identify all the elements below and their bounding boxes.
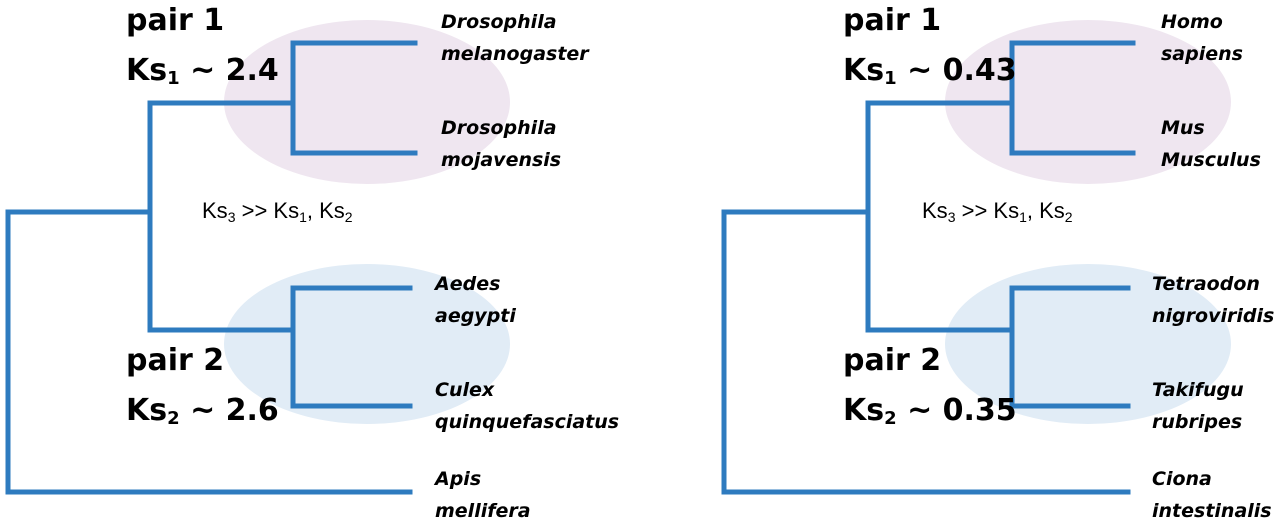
species-label: Drosophila melanogaster [441, 6, 589, 70]
ks-estimate: ~ 2.4 [179, 53, 279, 88]
pair1-title: pair 1 [843, 3, 942, 38]
left-tree-branches [5, 40, 418, 495]
species-label: Tetraodon nigroviridis [1152, 268, 1274, 332]
species-epithet: melanogaster [441, 43, 589, 65]
species-epithet: mellifera [435, 500, 531, 522]
pair2-title: pair 2 [843, 343, 942, 378]
pair1-ks-label: Ks1 ~ 0.43 [843, 54, 1017, 88]
species-epithet: rubripes [1152, 411, 1243, 433]
species-genus: Homo [1161, 11, 1223, 33]
species-genus: Drosophila [441, 117, 557, 139]
relation-sub-c: 2 [1064, 209, 1073, 225]
species-genus: Ciona [1152, 468, 1212, 490]
species-label: Homo sapiens [1161, 6, 1243, 70]
relation-sub-c: 2 [344, 209, 353, 225]
ks-subscript: 2 [884, 408, 897, 429]
species-genus: Culex [435, 379, 495, 401]
species-label: Takifugu rubripes [1152, 374, 1244, 438]
ks-relation: Ks3 >> Ks1, Ks2 [922, 198, 1073, 224]
ks-estimate: ~ 2.6 [179, 393, 279, 428]
species-epithet: aegypti [435, 305, 516, 327]
pair1-ks-label: Ks1 ~ 2.4 [126, 54, 279, 88]
species-epithet: mojavensis [441, 149, 562, 171]
relation-op: >> Ks [235, 198, 300, 223]
relation-sep: , Ks [306, 198, 345, 223]
species-genus: Drosophila [441, 11, 557, 33]
ks-estimate: ~ 0.43 [896, 53, 1017, 88]
species-epithet: intestinalis [1152, 500, 1272, 522]
ks-relation: Ks3 >> Ks1, Ks2 [202, 198, 353, 224]
species-label: Culex quinquefasciatus [435, 374, 619, 438]
species-epithet: Musculus [1161, 149, 1261, 171]
relation-sep: , Ks [1026, 198, 1065, 223]
species-genus: Aedes [435, 273, 501, 295]
ks-subscript: 1 [884, 68, 897, 89]
pair2-title: pair 2 [126, 343, 225, 378]
species-epithet: sapiens [1161, 43, 1243, 65]
species-label: Mus Musculus [1161, 112, 1261, 176]
pair2-ks-label: Ks2 ~ 0.35 [843, 394, 1017, 428]
pair1-title: pair 1 [126, 3, 225, 38]
pair2-highlight-ellipse [945, 264, 1231, 424]
ks-estimate: ~ 0.35 [896, 393, 1017, 428]
species-epithet: nigroviridis [1152, 305, 1275, 327]
ks-symbol: Ks [843, 53, 885, 88]
species-epithet: quinquefasciatus [435, 411, 620, 433]
species-label: Apis mellifera [435, 463, 531, 527]
species-genus: Mus [1161, 117, 1205, 139]
relation-ks: Ks [922, 198, 948, 223]
species-label: Aedes aegypti [435, 268, 516, 332]
relation-sub-a: 3 [947, 209, 956, 225]
relation-ks: Ks [202, 198, 228, 223]
ks-subscript: 2 [167, 408, 180, 429]
pair1-highlight-ellipse [945, 20, 1231, 184]
pair2-ks-label: Ks2 ~ 2.6 [126, 394, 279, 428]
relation-sub-b: 1 [299, 209, 307, 225]
relation-sub-b: 1 [1019, 209, 1027, 225]
relation-op: >> Ks [955, 198, 1020, 223]
species-genus: Apis [435, 468, 482, 490]
ks-symbol: Ks [126, 393, 168, 428]
relation-sub-a: 3 [227, 209, 236, 225]
species-label: Drosophila mojavensis [441, 112, 561, 176]
species-label: Ciona intestinalis [1152, 463, 1272, 527]
ks-symbol: Ks [126, 53, 168, 88]
right-tree-branches [721, 40, 1136, 495]
species-genus: Tetraodon [1152, 273, 1260, 295]
ks-subscript: 1 [167, 68, 180, 89]
species-genus: Takifugu [1152, 379, 1244, 401]
ks-symbol: Ks [843, 393, 885, 428]
